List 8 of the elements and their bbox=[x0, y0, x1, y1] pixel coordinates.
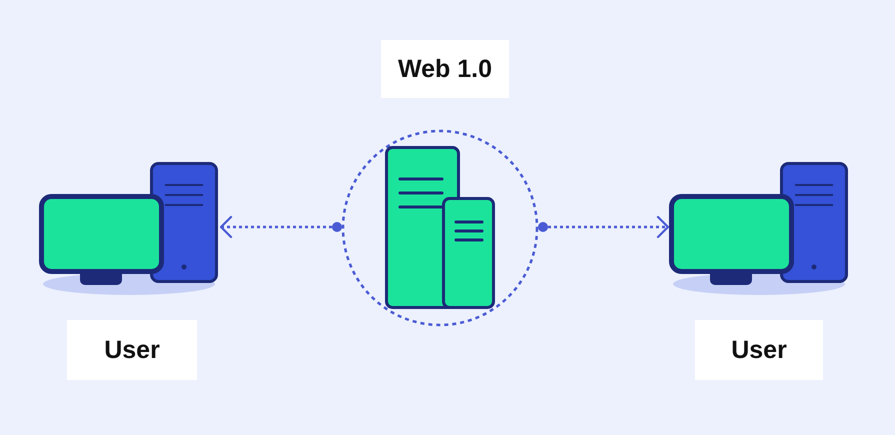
dotted-arrow bbox=[220, 216, 332, 238]
caption-label: User bbox=[67, 320, 197, 380]
desktop-computer-illustration bbox=[38, 160, 221, 297]
dotted-arrow bbox=[548, 216, 670, 238]
heading-label: Web 1.0 bbox=[381, 40, 509, 98]
desktop-computer-illustration bbox=[668, 160, 851, 297]
dashed-circle-with-servers bbox=[332, 128, 548, 328]
caption-label: User bbox=[695, 320, 823, 380]
